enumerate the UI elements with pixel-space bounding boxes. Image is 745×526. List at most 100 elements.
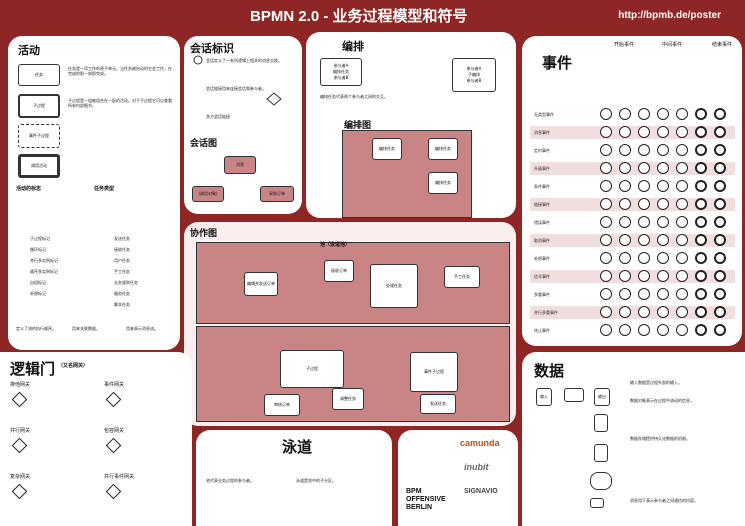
gateways-panel: 逻辑门 （又名网关） 排他网关事件网关并行网关包容网关复杂网关并行事件网关: [0, 352, 192, 526]
event-icon: [657, 162, 669, 174]
collab-task-2: 接收订单: [324, 260, 354, 282]
subprocess-desc: 子过程是一组被组合在一起的活动。对于子过程它可以查看所有内部细节。: [68, 98, 172, 108]
gateway-label: 复杂网关: [10, 474, 31, 480]
event-icon: [657, 270, 669, 282]
event-row-label: 终止事件: [534, 328, 550, 333]
event-icon: [657, 144, 669, 156]
association-desc: 用来关联数据。: [72, 326, 100, 331]
event-icon: [657, 324, 669, 336]
collab-task-7: 事件子过程: [410, 352, 458, 392]
event-icon: [695, 162, 707, 174]
event-icon: [714, 108, 726, 120]
gateways-subtitle: （又名网关）: [58, 363, 89, 369]
event-row: 定时事件: [530, 144, 735, 157]
event-icon: [619, 144, 631, 156]
event-row-label: 升级事件: [534, 166, 550, 171]
gateway-icon: [105, 391, 122, 408]
event-icon: [714, 180, 726, 192]
gateway-label: 并行事件网关: [104, 474, 135, 480]
data-desc-1: 输入数据是过程外部的输入。: [630, 380, 682, 385]
data-store-shape: [590, 472, 612, 490]
inubit-logo: inubit: [464, 462, 489, 472]
choreo-node-2: 编排任务: [428, 138, 458, 160]
collab-task-1: 编辑并发送订单: [244, 272, 278, 296]
event-icon: [657, 234, 669, 246]
event-row-label: 消息事件: [534, 130, 550, 135]
gateway-label: 包容网关: [104, 428, 125, 434]
event-icon: [714, 270, 726, 282]
event-icon: [714, 234, 726, 246]
data-panel: 数据 输入 输出 输入数据是过程外部的输入。 数据对象表示在过程中流动的信息。 …: [522, 352, 745, 526]
swimlanes-panel: 泳道 池代表业务过程的参与者。 泳道是池中的子分区。: [196, 430, 392, 526]
poster-header: BPMN 2.0 - 业务过程模型和符号 http://bpmb.de/post…: [0, 0, 745, 30]
event-icon: [714, 324, 726, 336]
message-flow-desc: 用来表示消息流。: [126, 326, 158, 331]
event-icon: [676, 162, 688, 174]
data-input-shape: 输入: [536, 388, 552, 406]
event-icon: [695, 126, 707, 138]
message-icon: [590, 498, 604, 508]
event-icon: [695, 324, 707, 336]
event-row: 消息事件: [530, 126, 735, 139]
data-desc-3: 数据存储提供持久化数据的机制。: [630, 436, 690, 441]
event-row-label: 取消事件: [534, 238, 550, 243]
event-icon: [657, 306, 669, 318]
collab-task-6: 调整任务: [332, 388, 364, 410]
markers-title: 活动的标志: [16, 186, 42, 192]
events-title: 事件: [542, 55, 573, 72]
event-icon: [695, 234, 707, 246]
gateway-icon: [11, 391, 28, 408]
event-icon: [600, 144, 612, 156]
event-icon: [638, 198, 650, 210]
sequence-flow-desc: 定义了流的执行顺序。: [16, 326, 56, 331]
collab-task-8: 发送任务: [420, 394, 456, 414]
event-icon: [600, 216, 612, 228]
event-icon: [657, 252, 669, 264]
events-intermediate-header: 中间事件: [662, 42, 683, 48]
event-row: 补偿事件: [530, 252, 735, 265]
event-icon: [619, 324, 631, 336]
event-icon: [638, 144, 650, 156]
collab-task-3: 处理任务: [370, 264, 418, 308]
choreography-title: 编排: [342, 41, 364, 53]
events-panel: 事件 开始事件 中间事件 结束事件: [522, 36, 742, 346]
data-object-shape: [594, 414, 608, 432]
camunda-logo: camunda: [460, 438, 500, 448]
choreo-desc: 编排任务代表两个参与者之间的交互。: [320, 94, 388, 99]
choreo-diagram-title: 编排图: [344, 120, 372, 130]
task-types-title: 任务类型: [94, 186, 115, 192]
event-icon: [657, 216, 669, 228]
pool-desc: 池代表业务过程的参与者。: [206, 478, 254, 483]
event-icon: [638, 234, 650, 246]
task-type-item: 接收任务: [114, 247, 130, 252]
poster-url[interactable]: http://bpmb.de/poster: [618, 10, 721, 21]
conv-node-message: 消息: [224, 156, 256, 174]
task-type-item: 服务任务: [114, 291, 130, 296]
event-icon: [695, 252, 707, 264]
event-icon: [600, 162, 612, 174]
event-icon: [714, 144, 726, 156]
event-icon: [714, 288, 726, 300]
event-icon: [619, 126, 631, 138]
gateway-icon: [11, 437, 28, 454]
event-icon: [695, 270, 707, 282]
event-icon: [638, 324, 650, 336]
marker-item: 自组标记: [30, 280, 46, 285]
event-row-label: 信号事件: [534, 274, 550, 279]
gateway-icon: [105, 437, 122, 454]
event-icon: [619, 270, 631, 282]
event-icon: [600, 288, 612, 300]
events-end-header: 结束事件: [712, 42, 733, 48]
collab-subprocess: 子过程: [280, 350, 344, 388]
event-icon: [638, 288, 650, 300]
marker-item: 循环标记: [30, 247, 46, 252]
collab-task-5: 审核订单: [264, 394, 300, 416]
activities-title: 活动: [18, 45, 40, 57]
event-row: 终止事件: [530, 324, 735, 337]
event-icon: [638, 108, 650, 120]
collaboration-panel: 协作图 池（泳道池） 编辑并发送订单 接收订单 处理任务 手工任务 子过程 审核…: [184, 222, 516, 426]
event-icon: [619, 180, 631, 192]
lane-desc: 泳道是池中的子分区。: [296, 478, 336, 483]
